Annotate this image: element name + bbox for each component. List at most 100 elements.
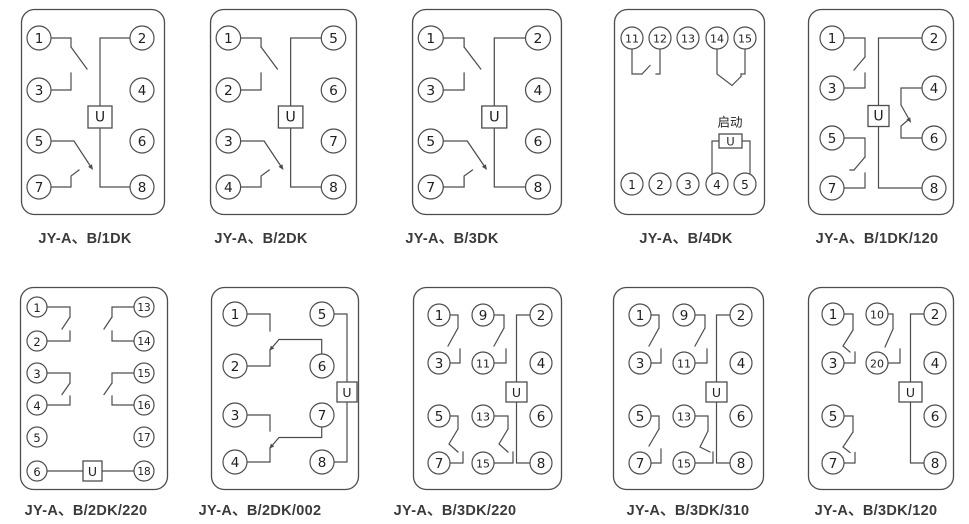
relay-diagram-svg: U 1 3 5 7 9 11 13 15 2 4 6 8 <box>612 286 765 491</box>
contact-arrow-icon <box>906 117 911 123</box>
terminal-number: 1 <box>224 31 233 47</box>
terminal-number: 8 <box>737 456 746 472</box>
terminal-number: 20 <box>870 358 884 371</box>
coil-label: U <box>873 109 883 125</box>
coil-box <box>705 381 728 403</box>
terminal-circle <box>676 26 700 50</box>
terminal-circle <box>222 449 248 475</box>
terminal-number: 14 <box>710 33 724 46</box>
terminal-circle <box>129 25 155 51</box>
terminal-number: 4 <box>737 356 746 372</box>
terminal-circle <box>133 296 155 318</box>
diagram-caption: JY-A、B/2DK/002 <box>198 503 322 519</box>
terminal-circle <box>26 77 52 103</box>
terminal-number: 6 <box>537 409 546 425</box>
relay-diagram-svg: U 1 2 3 4 5 6 13 14 15 16 17 18 <box>19 286 169 491</box>
terminal-number: 4 <box>930 81 939 97</box>
terminal-circle <box>215 77 242 103</box>
terminal-number: 4 <box>537 356 546 372</box>
coil-label: U <box>712 385 721 400</box>
terminal-number: 3 <box>224 134 233 150</box>
case-outline <box>19 286 169 491</box>
wiring <box>46 306 135 472</box>
terminal-circle <box>133 426 155 448</box>
terminal-number: 15 <box>476 458 490 471</box>
terminal-number: 7 <box>426 180 435 196</box>
terminal-circle <box>529 303 553 327</box>
terminal-number: 6 <box>329 83 338 99</box>
terminal-number: 18 <box>137 466 150 478</box>
terminal-number: 5 <box>829 409 838 425</box>
terminal-number: 13 <box>677 411 691 424</box>
terminal-circle <box>26 296 48 318</box>
terminal-circle <box>222 402 248 428</box>
terminal-circle <box>471 404 495 428</box>
terminal-number: 4 <box>33 399 40 413</box>
terminal-circle <box>923 451 947 475</box>
relay-diagram-svg: U 1 3 5 7 10 20 2 4 6 8 <box>807 286 955 491</box>
terminal-circle <box>215 25 242 51</box>
coil-label: U <box>285 110 295 126</box>
terminal-number: 1 <box>829 307 838 323</box>
coil-label: U <box>512 385 521 400</box>
terminal-number: 6 <box>930 131 939 147</box>
terminal-circle <box>26 128 52 154</box>
terminal-circle <box>309 402 335 428</box>
terminal-number: 15 <box>137 368 150 380</box>
terminal-circle <box>729 351 753 375</box>
coil-label: U <box>342 385 351 400</box>
wiring <box>442 37 527 188</box>
case-outline <box>20 8 166 216</box>
coil-box <box>336 381 358 403</box>
contact-arrow-icon <box>269 443 275 449</box>
terminal-number: 15 <box>738 33 752 46</box>
terminal-circle <box>676 172 700 196</box>
terminal-circle <box>133 362 155 384</box>
terminal-circle <box>427 451 451 475</box>
terminal-number: 2 <box>224 83 233 99</box>
terminal-number: 3 <box>829 356 838 372</box>
terminal-circle <box>648 26 672 50</box>
terminal-number: 3 <box>35 83 44 99</box>
terminal-number: 8 <box>537 456 546 472</box>
terminal-number: 1 <box>828 31 837 47</box>
terminal-circle <box>821 404 845 428</box>
case-outline <box>411 8 563 216</box>
coil-box <box>87 105 113 129</box>
terminal-number: 2 <box>534 31 543 47</box>
terminal-circle <box>923 351 947 375</box>
terminal-circle <box>222 301 248 327</box>
terminal-circle <box>672 303 696 327</box>
terminal-number: 5 <box>741 178 749 192</box>
relay-diagram-svg: U 1 3 5 7 2 4 6 8 <box>411 8 563 216</box>
terminal-number: 1 <box>426 31 435 47</box>
wiring <box>842 313 925 464</box>
diagram-3dk-310: U 1 3 5 7 9 11 13 15 2 4 6 8 <box>612 286 765 491</box>
terminal-circle <box>417 77 444 103</box>
diagram-2dk-220: U 1 2 3 4 5 6 13 14 15 16 17 18 <box>19 286 169 491</box>
terminal-number: 7 <box>329 134 338 150</box>
coil-label: U <box>906 385 915 400</box>
terminal-number: 17 <box>137 432 150 444</box>
terminal-number: 9 <box>479 308 488 324</box>
diagram-caption: JY-A、B/2DK/220 <box>24 503 148 519</box>
terminal-circle <box>628 303 652 327</box>
terminal-circle <box>129 174 155 200</box>
wiring <box>240 37 322 188</box>
terminal-circle <box>524 128 552 154</box>
terminal-circle <box>320 128 347 154</box>
start-label: 启动 <box>717 115 742 130</box>
case-outline <box>807 286 955 491</box>
terminal-number: 4 <box>931 356 940 372</box>
coil-box <box>898 381 923 403</box>
terminal-number: 2 <box>656 178 664 192</box>
diagram-2dk-002: U 1 2 3 4 5 6 7 8 <box>210 286 360 491</box>
terminal-number: 2 <box>537 308 546 324</box>
terminal-number: 2 <box>930 31 939 47</box>
terminal-circle <box>222 353 248 379</box>
terminal-circle <box>309 301 335 327</box>
contact-arrow-icon <box>481 164 487 170</box>
terminal-circle <box>129 77 155 103</box>
terminal-circle <box>729 451 753 475</box>
terminal-number: 11 <box>677 358 691 371</box>
